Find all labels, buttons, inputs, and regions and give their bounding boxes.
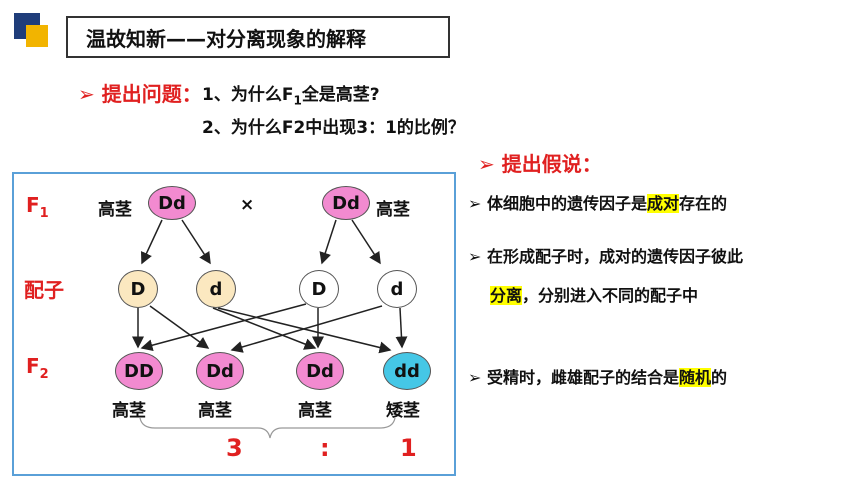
arrow-gamete-4-to-dd2 xyxy=(230,305,383,353)
offspring-4-phenotype: 矮茎 xyxy=(386,401,420,421)
logo-square-gold xyxy=(26,25,48,47)
arrow-parent-left-to-gamete-2 xyxy=(181,219,211,265)
question-1: 1、为什么F1全是高茎? xyxy=(202,85,380,108)
hypothesis-bullet-1: ➢ 体细胞中的遗传因子是成对存在的 xyxy=(468,194,728,213)
cross-symbol: × xyxy=(240,195,255,215)
gamete-4: d xyxy=(377,270,417,308)
gamete-1: D xyxy=(118,270,158,308)
arrow-gamete-4-to-dd4 xyxy=(395,307,408,349)
offspring-1-phenotype: 高茎 xyxy=(112,401,146,421)
offspring-3-phenotype: 高茎 xyxy=(298,401,332,421)
gamete-label: 配子 xyxy=(24,278,64,302)
ratio-recessive: 1 xyxy=(400,434,417,462)
f1-label: F1 xyxy=(26,193,49,221)
ratio-dominant: 3 xyxy=(226,434,243,462)
arrow-gamete-3-to-dd xyxy=(140,303,307,352)
ratio-colon: : xyxy=(320,434,330,462)
parent-left-phenotype: 高茎 xyxy=(98,200,132,220)
hypothesis-bullet-3: ➢ 受精时，雌雄配子的结合是随机的 xyxy=(468,368,728,387)
page-title: 温故知新——对分离现象的解释 xyxy=(66,16,450,58)
hypothesis-bullet-2-line2: 分离，分别进入不同的配子中 xyxy=(490,286,699,305)
question-label: ➢ 提出问题： xyxy=(78,82,202,106)
offspring-3-genotype: Dd xyxy=(296,352,344,390)
hypothesis-bullet-2-line1: ➢ 在形成配子时，成对的遗传因子彼此 xyxy=(468,247,743,266)
question-2: 2、为什么F2中出现3：1的比例？ xyxy=(202,118,465,138)
arrow-gamete-1-to-dd2 xyxy=(149,305,210,349)
arrow-parent-left-to-gamete-1 xyxy=(140,219,163,265)
arrow-gamete-2-to-dd3 xyxy=(212,307,317,350)
offspring-2-genotype: Dd xyxy=(196,352,244,390)
offspring-4-genotype: dd xyxy=(383,352,431,390)
arrow-parent-right-to-gamete-3 xyxy=(319,219,337,265)
hypothesis-label: ➢ 提出假说： xyxy=(478,152,602,176)
gamete-2: d xyxy=(196,270,236,308)
parent-left-genotype: Dd xyxy=(148,186,196,220)
arrow-parent-right-to-gamete-4 xyxy=(351,219,381,265)
f2-label: F2 xyxy=(26,354,49,382)
offspring-2-phenotype: 高茎 xyxy=(198,401,232,421)
offspring-1-genotype: DD xyxy=(115,352,163,390)
gamete-3: D xyxy=(299,270,339,308)
cross-diagram-frame xyxy=(12,172,456,476)
parent-right-genotype: Dd xyxy=(322,186,370,220)
offspring-brace xyxy=(139,417,396,439)
parent-right-phenotype: 高茎 xyxy=(376,200,410,220)
